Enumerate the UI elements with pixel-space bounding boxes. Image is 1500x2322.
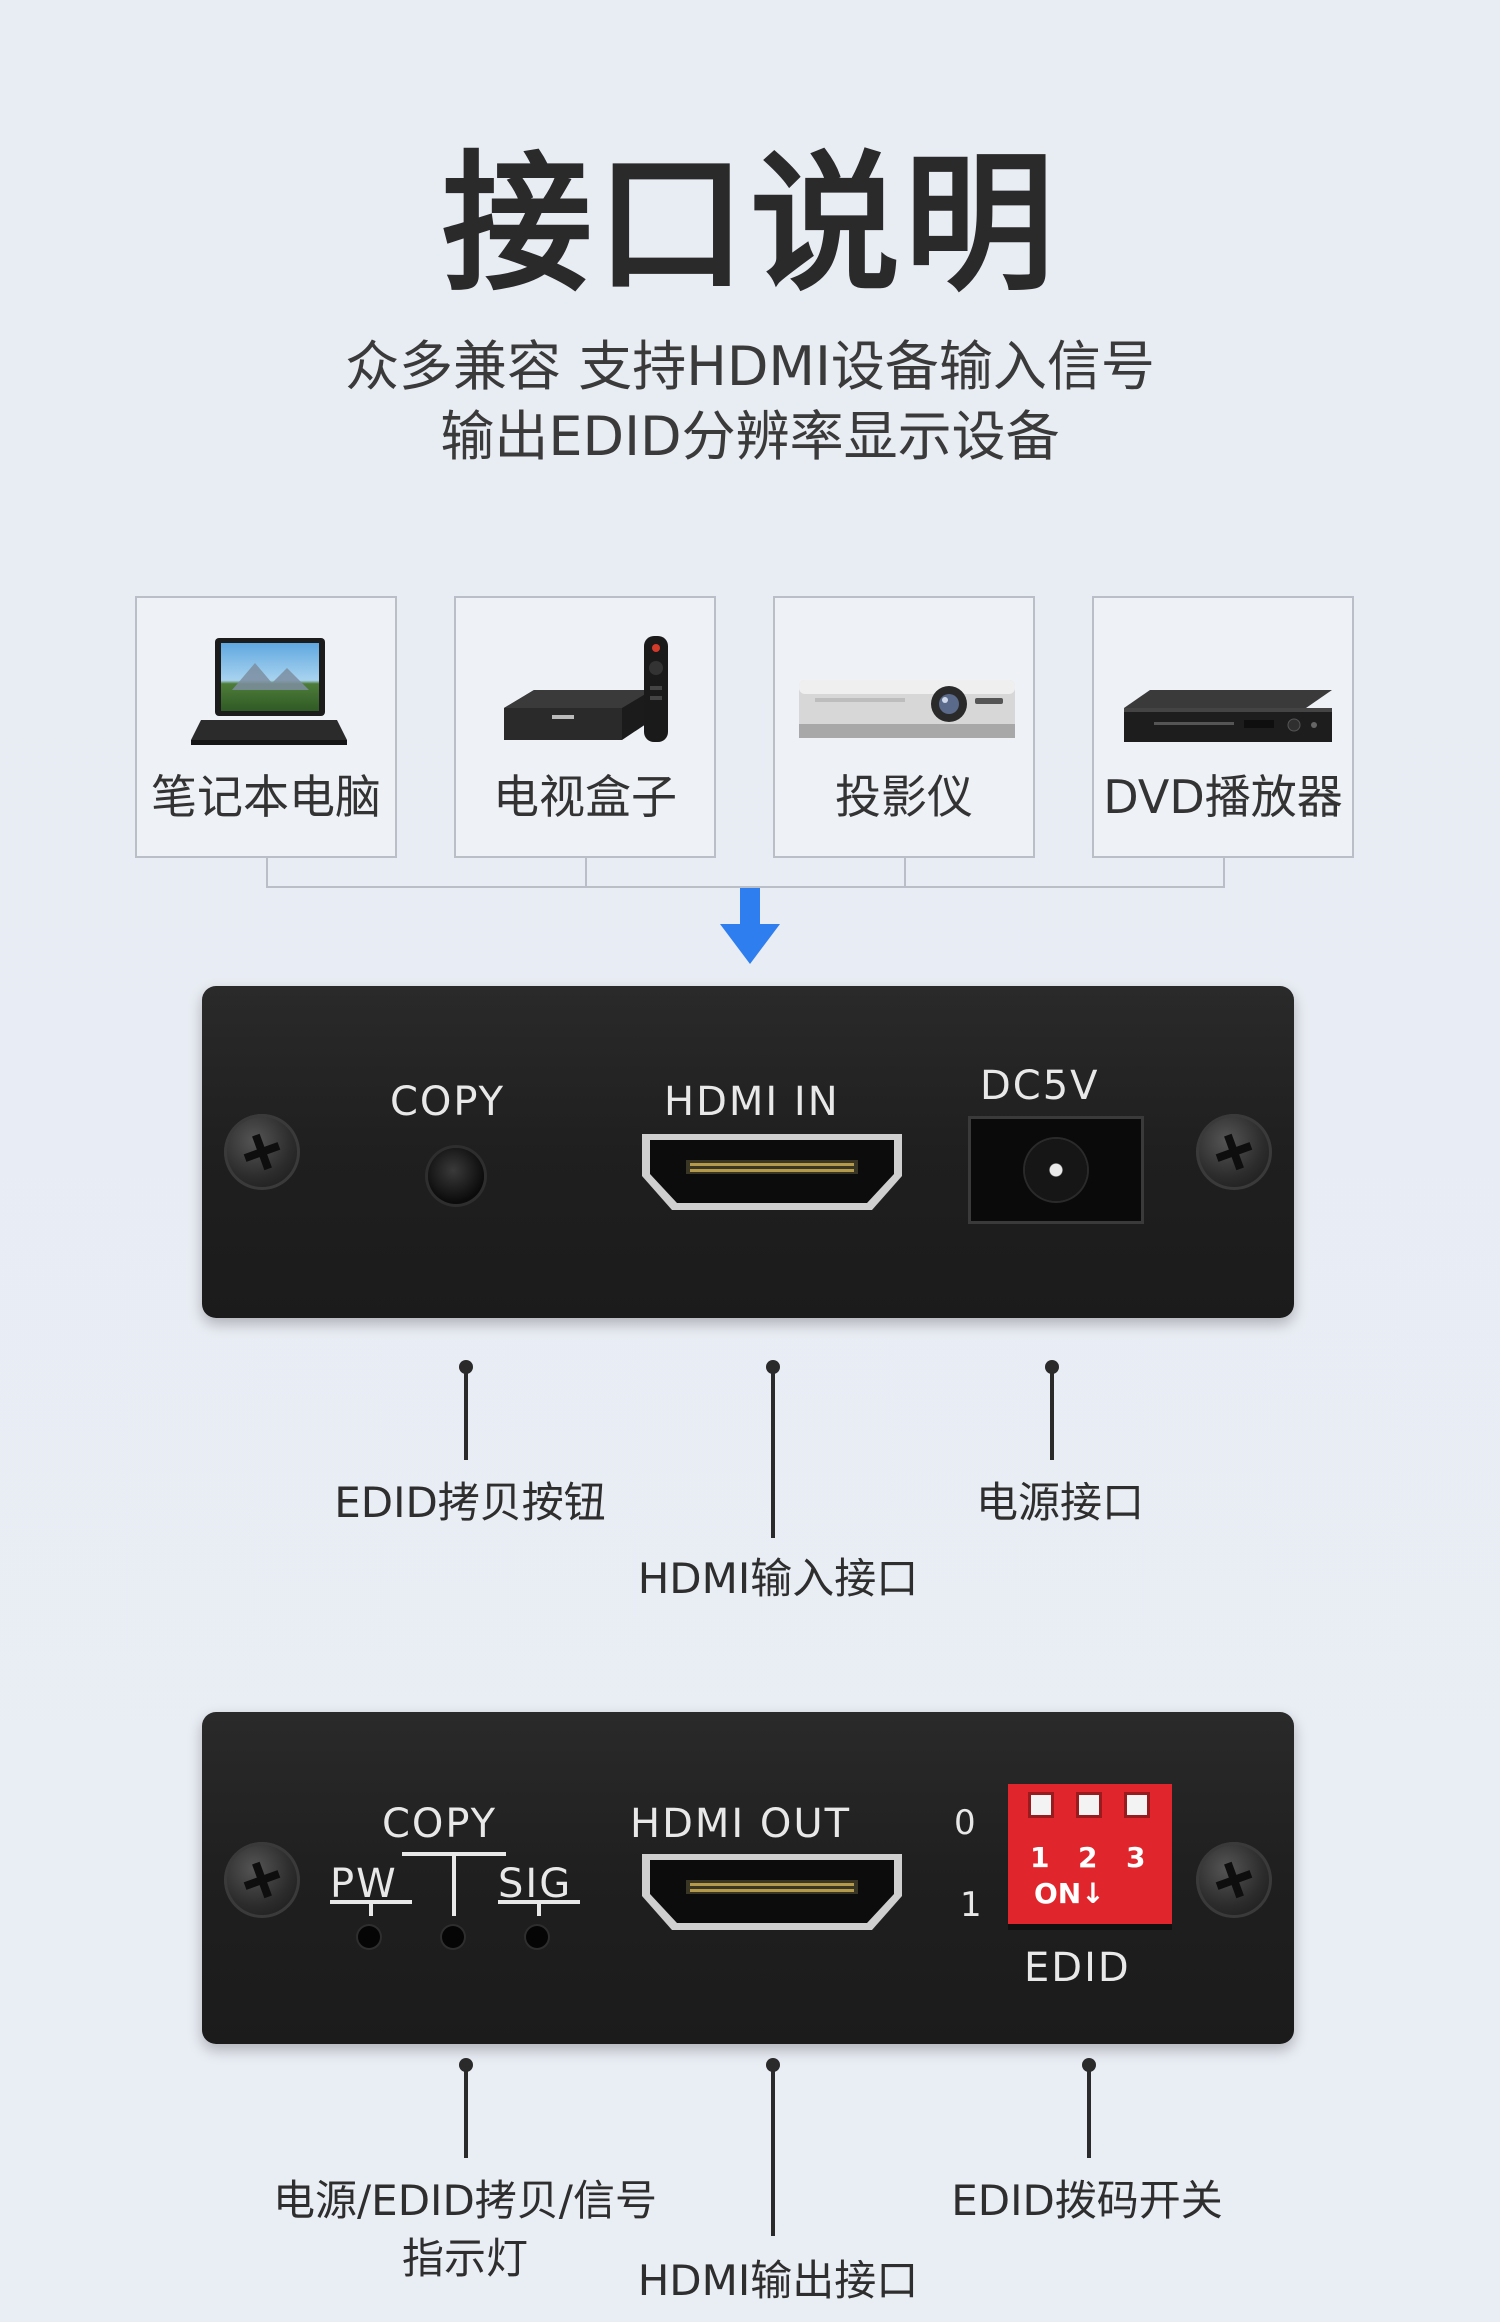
callout-dip-switch: EDID拨码开关 (951, 2176, 1223, 2225)
screw-left (224, 1842, 300, 1918)
dvd-player-icon (1124, 690, 1332, 742)
page-title: 接口说明 (441, 138, 1058, 312)
pw-led (358, 1926, 380, 1948)
copy-led (442, 1926, 464, 1948)
callout-leds-line-1: 电源/EDID拷贝/信号 (273, 2176, 657, 2225)
connector-line (904, 858, 906, 888)
device-card-tv-box: 电视盒子 (454, 596, 716, 858)
connector-bus (266, 886, 1225, 888)
device-label: 电视盒子 (493, 770, 677, 824)
switch-0-label: 0 (954, 1803, 978, 1843)
pw-led-label: PW (330, 1861, 398, 1907)
laptop-icon (191, 638, 347, 745)
callout-line (771, 2064, 775, 2236)
output-panel: COPY PW SIG HDMI OUT 0 1 1 2 3 ON↓ EDID (202, 1712, 1294, 2044)
callout-hdmi-out: HDMI输出接口 (637, 2256, 919, 2305)
device-card-projector: 投影仪 (773, 596, 1035, 858)
projector-icon (799, 680, 1015, 738)
dip-toggle-2[interactable] (1076, 1792, 1102, 1818)
input-panel: COPY HDMI IN DC5V (202, 986, 1294, 1318)
device-label: DVD播放器 (1103, 770, 1343, 824)
dc-power-jack[interactable] (968, 1116, 1144, 1224)
dip-number-2: 2 (1078, 1841, 1098, 1874)
screw-left (224, 1114, 300, 1190)
callout-line (464, 1366, 468, 1460)
subtitle-line-1: 众多兼容 支持HDMI设备输入信号 (345, 335, 1155, 398)
hdmi-in-port[interactable] (634, 1126, 910, 1218)
hdmi-out-port[interactable] (634, 1846, 910, 1938)
callout-line (1050, 1366, 1054, 1460)
callout-power: 电源接口 (975, 1478, 1144, 1527)
device-card-dvd: DVD播放器 (1092, 596, 1354, 858)
dip-number-1: 1 (1030, 1841, 1050, 1874)
device-label: 投影仪 (835, 770, 973, 824)
copy-label: COPY (390, 1079, 506, 1125)
hdmi-in-label: HDMI IN (664, 1079, 840, 1125)
device-label: 笔记本电脑 (151, 770, 381, 824)
down-arrow-icon (720, 888, 780, 964)
copy-led-label: COPY (382, 1801, 498, 1847)
dip-toggle-3[interactable] (1124, 1792, 1150, 1818)
connector-line (1223, 858, 1225, 888)
callout-line (1087, 2064, 1091, 2158)
connector-line (585, 858, 587, 888)
edid-dip-switch[interactable]: 1 2 3 ON↓ (1008, 1784, 1172, 1930)
switch-1-label: 1 (960, 1885, 984, 1925)
callout-line (771, 1366, 775, 1538)
device-card-laptop: 笔记本电脑 (135, 596, 397, 858)
callout-copy-button: EDID拷贝按钮 (334, 1478, 606, 1527)
callout-leds-line-2: 指示灯 (401, 2234, 528, 2283)
led-indicator-lines (330, 1852, 580, 1916)
screw-right (1196, 1842, 1272, 1918)
subtitle-line-2: 输出EDID分辨率显示设备 (440, 405, 1060, 468)
sig-led (526, 1926, 548, 1948)
sig-led-label: SIG (498, 1861, 573, 1907)
dip-toggle-1[interactable] (1028, 1792, 1054, 1818)
callout-line (464, 2064, 468, 2158)
tv-box-icon (504, 636, 668, 742)
edid-label: EDID (1024, 1945, 1131, 1991)
copy-button[interactable] (428, 1148, 484, 1204)
dip-on-label: ON↓ (1034, 1877, 1105, 1910)
screw-right (1196, 1114, 1272, 1190)
dc-jack-hole (1025, 1139, 1087, 1201)
dip-number-3: 3 (1126, 1841, 1146, 1874)
connector-line (266, 858, 268, 888)
hdmi-out-label: HDMI OUT (630, 1801, 852, 1847)
callout-hdmi-in: HDMI输入接口 (637, 1554, 919, 1603)
dc5v-label: DC5V (980, 1063, 1100, 1109)
